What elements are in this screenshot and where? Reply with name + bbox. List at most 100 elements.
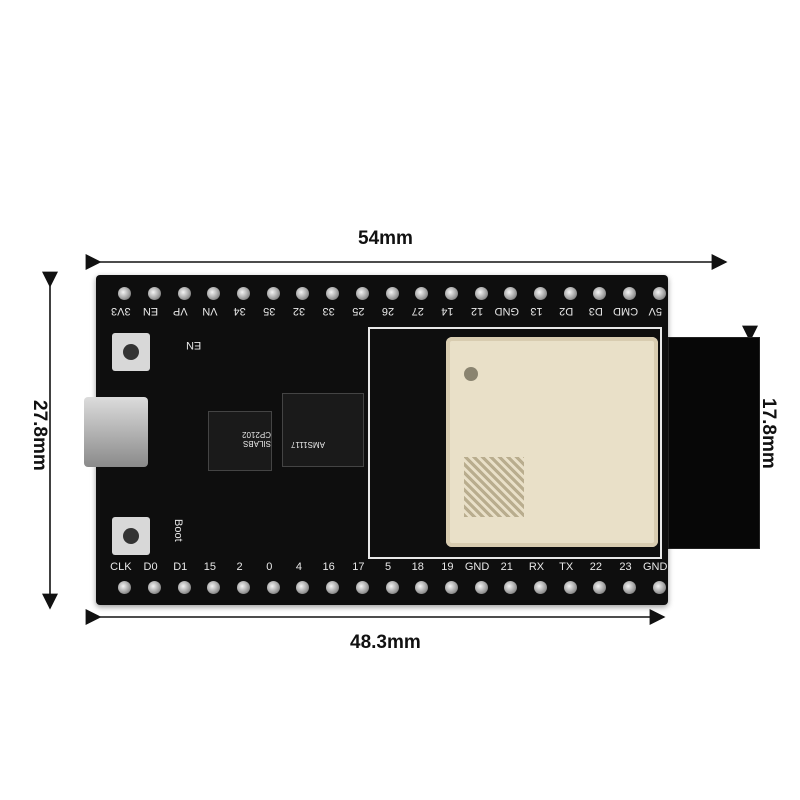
bottom-pin-label: 16 <box>322 561 335 573</box>
bottom-pin-label: CLK <box>110 561 132 573</box>
usb-uart-chip: SILABS CP2102 <box>208 411 272 471</box>
regulator-label: AMS1117 <box>291 440 325 449</box>
header-pin <box>496 283 526 303</box>
header-pin <box>199 283 229 303</box>
header-pin <box>407 577 437 597</box>
bottom-pin-label: TX <box>559 561 574 573</box>
right-height-label: 17.8mm <box>758 398 779 469</box>
bottom-pin-label: D0 <box>143 561 158 573</box>
top-width-label: 54mm <box>358 228 413 249</box>
header-pin <box>288 283 318 303</box>
bottom-width-label: 48.3mm <box>350 632 421 653</box>
left-height-wrap: 27.8mm <box>20 400 50 510</box>
header-pin <box>526 577 556 597</box>
top-pin-label: D2 <box>559 305 574 317</box>
top-pin-label: 26 <box>381 305 395 317</box>
header-pin <box>644 577 674 597</box>
header-pin <box>140 577 170 597</box>
voltage-regulator: AMS1117 <box>282 393 364 467</box>
bottom-pin-label: 18 <box>411 561 424 573</box>
bottom-pin-label: RX <box>528 561 545 573</box>
usb-uart-chip-label: SILABS CP2102 <box>242 430 271 448</box>
bottom-pin-label: 5 <box>384 561 392 573</box>
top-pin-label: 3V3 <box>111 305 131 317</box>
header-pin <box>199 577 229 597</box>
top-pin-label: CMD <box>613 305 639 317</box>
header-pin <box>258 577 288 597</box>
bottom-pin-label: 2 <box>236 561 243 573</box>
header-pin <box>288 577 318 597</box>
esp32-wroom-module <box>446 337 658 547</box>
header-pin <box>555 283 585 303</box>
top-pin-label: VP <box>172 305 188 317</box>
header-pin <box>615 283 645 303</box>
top-pin-label: 5V <box>648 305 662 317</box>
header-pin <box>140 283 170 303</box>
header-pin <box>377 577 407 597</box>
top-pin-label: 14 <box>441 305 454 317</box>
header-pin <box>496 577 526 597</box>
header-pin <box>377 283 407 303</box>
top-pin-label: 27 <box>411 305 424 317</box>
micro-usb-port <box>84 397 148 467</box>
top-pin-label: EN <box>142 305 159 317</box>
top-pin-label: VN <box>202 305 218 317</box>
top-pin-label: 35 <box>263 305 276 317</box>
bottom-pin-label: GND <box>464 561 490 573</box>
header-pin <box>644 283 674 303</box>
header-pin <box>466 283 496 303</box>
boot-button <box>112 517 150 555</box>
module-silk-frame <box>368 327 662 559</box>
header-pin <box>318 577 348 597</box>
bottom-pin-label: 23 <box>619 561 632 573</box>
top-pin-header <box>110 283 674 303</box>
bottom-pin-label: 17 <box>352 561 365 573</box>
header-pin <box>318 283 348 303</box>
header-pin <box>348 283 378 303</box>
top-pin-label: 12 <box>470 305 484 317</box>
bottom-pin-label: 19 <box>441 561 454 573</box>
header-pin <box>229 577 259 597</box>
en-label: EN <box>186 339 202 351</box>
header-pin <box>615 577 645 597</box>
top-pin-label: 32 <box>292 305 306 317</box>
header-pin <box>407 283 437 303</box>
header-pin <box>169 577 199 597</box>
top-pin-label: 34 <box>233 305 246 317</box>
header-pin <box>585 577 615 597</box>
header-pin <box>258 283 288 303</box>
top-pin-label: 13 <box>530 305 543 317</box>
left-height-label: 27.8mm <box>29 400 50 471</box>
bottom-pin-label: GND <box>642 561 668 573</box>
bottom-pin-label: 0 <box>266 561 273 573</box>
header-pin <box>585 283 615 303</box>
pcb-antenna <box>668 337 760 549</box>
top-pin-label: D3 <box>588 305 603 317</box>
header-pin <box>229 283 259 303</box>
bottom-pin-label: 22 <box>589 561 602 573</box>
header-pin <box>110 283 140 303</box>
bottom-pin-label: 4 <box>295 561 303 573</box>
top-pin-label: 25 <box>352 305 365 317</box>
header-pin <box>110 577 140 597</box>
bottom-pin-label: D1 <box>173 561 188 573</box>
bottom-pin-label: 15 <box>203 561 217 573</box>
bottom-pin-labels: CLK D0 D1 15 2 0 4 16 17 5 18 19 GND 21 RX TX 22 23 GND <box>106 561 670 573</box>
header-pin <box>169 283 199 303</box>
bottom-pin-header <box>110 577 674 597</box>
module-orientation-dot <box>464 367 478 381</box>
header-pin <box>555 577 585 597</box>
header-pin <box>466 577 496 597</box>
header-pin <box>437 283 467 303</box>
header-pin <box>437 577 467 597</box>
header-pin <box>526 283 556 303</box>
bottom-pin-label: 21 <box>500 561 513 573</box>
top-pin-labels: 3V3 EN VP VN 34 35 32 33 25 26 27 14 12 GND 13 D2 D3 CMD 5… <box>106 305 670 317</box>
module-qr-code <box>464 457 524 517</box>
top-pin-label: 33 <box>322 305 335 317</box>
en-button <box>112 333 150 371</box>
boot-label: Boot <box>172 519 184 542</box>
top-pin-label: GND <box>494 305 520 317</box>
header-pin <box>348 577 378 597</box>
